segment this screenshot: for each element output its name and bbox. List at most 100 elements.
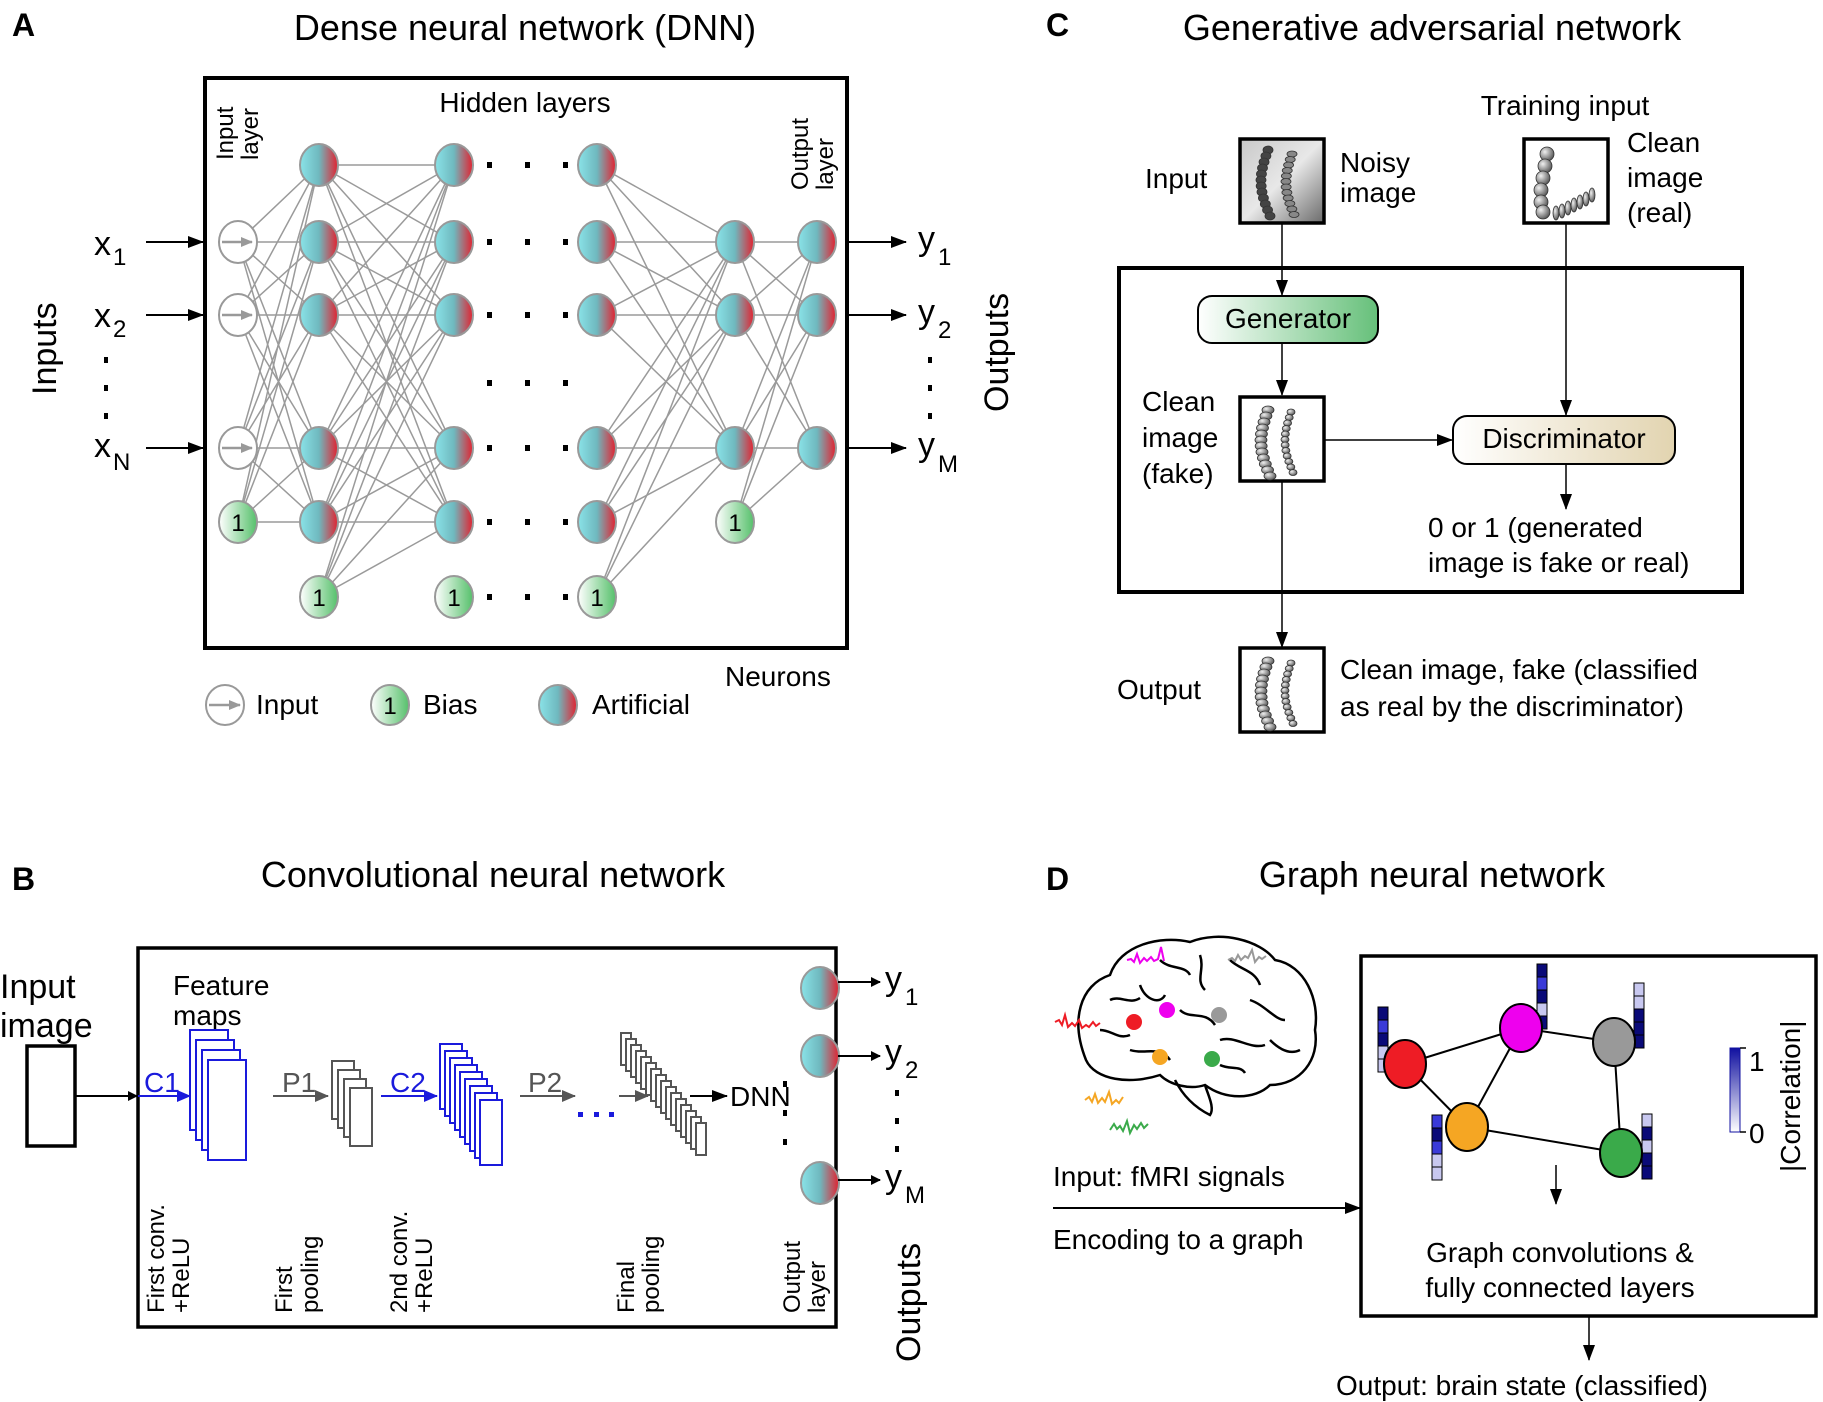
bead	[1552, 205, 1560, 221]
clean-real-label-3: (real)	[1627, 197, 1692, 228]
connection	[318, 164, 455, 243]
panel-letter-a: A	[12, 7, 35, 43]
correlation-cell	[1641, 1113, 1653, 1128]
input-x2: x 2	[94, 297, 204, 343]
stage-label-5a: Output	[779, 1241, 806, 1313]
graph-conv-label-1: Graph convolutions &	[1426, 1237, 1694, 1268]
c1-map	[207, 1059, 247, 1161]
ellipsis-dot	[525, 519, 530, 525]
graph-node-magenta	[1499, 1003, 1543, 1053]
c1-label: C1	[144, 1067, 180, 1098]
feature-maps-label-2: maps	[173, 1000, 241, 1031]
bead	[1284, 665, 1294, 672]
correlation-cell	[1377, 1019, 1389, 1034]
gnn-output-label: Output: brain state (classified)	[1336, 1370, 1708, 1401]
correlation-cell	[1641, 1139, 1653, 1154]
panel-b-title: Convolutional neural network	[261, 854, 726, 895]
input-signals-label: Input: fMRI signals	[1053, 1161, 1285, 1192]
panel-letter-c: C	[1046, 7, 1069, 43]
correlation-cell	[1536, 976, 1548, 991]
bias-value: 1	[590, 585, 603, 612]
correlation-cell	[1431, 1153, 1443, 1168]
connection	[318, 164, 455, 523]
connection	[596, 241, 736, 598]
bead	[1288, 720, 1298, 727]
cnn-output-y2: y 2	[838, 1033, 918, 1084]
bead	[1288, 211, 1300, 218]
bead	[1281, 167, 1293, 174]
correlation-cell	[1431, 1127, 1443, 1142]
dnn-box	[203, 76, 849, 650]
clean-real-label-1: Clean	[1627, 127, 1700, 158]
bead	[1281, 189, 1293, 196]
ellipsis-dot	[525, 380, 530, 386]
clean-fake-label-1: Clean	[1142, 386, 1215, 417]
output-y1: y 1	[849, 220, 951, 271]
colorbar-min: 0	[1749, 1118, 1765, 1149]
bias-value: 1	[447, 585, 460, 612]
p1-map	[349, 1087, 373, 1147]
panel-letter-d: D	[1046, 861, 1069, 897]
connection	[318, 241, 455, 316]
ellipsis-dot	[563, 239, 568, 245]
bead	[1288, 469, 1298, 476]
graph-node-gray	[1592, 1017, 1636, 1067]
y2-label: y	[918, 293, 935, 331]
artificial-neuron	[299, 220, 339, 264]
clean-real-image	[1522, 137, 1610, 225]
connection	[596, 241, 736, 523]
bias-value: 1	[231, 510, 244, 537]
signal-green	[1109, 1117, 1149, 1136]
decision-label-2: image is fake or real)	[1428, 547, 1689, 578]
bead	[1263, 471, 1277, 481]
artificial-neuron	[577, 500, 617, 544]
dnn-connections	[237, 164, 818, 598]
ellipsis-dot	[487, 594, 492, 600]
artificial-neuron	[299, 143, 339, 187]
signal-magenta	[1126, 946, 1165, 966]
bead	[1263, 722, 1277, 732]
stage-label-3a: 2nd conv.	[386, 1211, 413, 1313]
artificial-neuron	[715, 293, 755, 337]
cnn-output-ym: y M	[838, 1158, 925, 1209]
panel-c-title: Generative adversarial network	[1183, 7, 1682, 48]
stage-label-5b: layer	[804, 1261, 831, 1313]
clean-fake-label-2: image	[1142, 422, 1218, 453]
ellipsis-dot	[525, 594, 530, 600]
bias-neuron	[299, 575, 339, 619]
bias-value: 1	[728, 510, 741, 537]
gan-input-label: Input	[1145, 163, 1207, 194]
legend-input: Input	[205, 684, 318, 726]
bias-node-icon-text: 1	[383, 693, 396, 720]
bead	[1281, 447, 1291, 454]
bias-neuron	[434, 575, 474, 619]
cnn-ym-label: y	[885, 1158, 902, 1196]
ellipsis-dot	[563, 162, 568, 168]
legend-artificial: Artificial	[538, 684, 690, 726]
bead	[1282, 452, 1292, 460]
output-neuron	[797, 220, 837, 264]
bead	[1280, 692, 1290, 700]
discriminator-label: Discriminator	[1482, 423, 1645, 454]
encoding-label: Encoding to a graph	[1053, 1224, 1304, 1255]
correlation-cell	[1633, 1021, 1645, 1036]
output-desc-2: as real by the discriminator)	[1340, 691, 1684, 722]
ellipsis-dot	[525, 312, 530, 318]
correlation-cell	[1536, 989, 1548, 1004]
bead	[1576, 194, 1584, 210]
bias-node-icon	[370, 684, 410, 726]
brain-roi-red	[1126, 1014, 1142, 1030]
ellipsis-dot	[525, 445, 530, 451]
c2-map	[479, 1099, 503, 1166]
connection	[318, 164, 455, 316]
ellipsis-dot	[487, 445, 492, 451]
bead	[1286, 408, 1296, 416]
x2-label: x	[94, 297, 111, 335]
connection	[734, 314, 818, 523]
connection	[318, 164, 455, 598]
noisy-image	[1238, 137, 1326, 225]
dnn-ellipsis-dots	[487, 162, 568, 600]
connection	[237, 241, 320, 523]
connection	[237, 314, 320, 523]
